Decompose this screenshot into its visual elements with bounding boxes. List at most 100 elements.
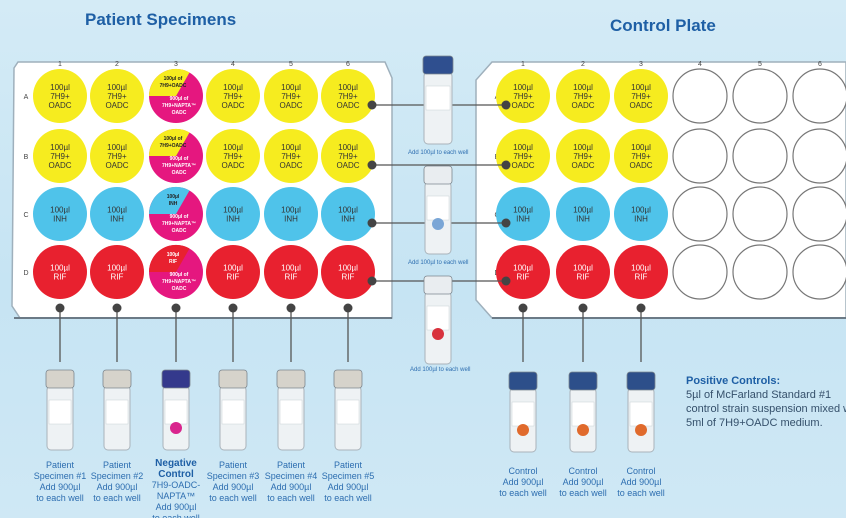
patient-well-text: 100µl — [338, 264, 358, 273]
control-well-empty — [672, 68, 728, 124]
vial-dot — [577, 424, 589, 436]
control-well-text: OADC — [629, 161, 652, 170]
patient-well-text: 100µl — [223, 264, 243, 273]
vial-cap — [423, 165, 453, 185]
patient-well-text: OADC — [105, 161, 128, 170]
patient-well-text: 7H9+ — [107, 92, 127, 101]
patient-well-text: RIF — [227, 273, 240, 282]
patient-specimens-title: Patient Specimens — [85, 10, 237, 29]
patient-well-text: 7H9+ — [107, 152, 127, 161]
patient-well-text: 100µl — [281, 264, 301, 273]
patient-well-text: 100µl — [107, 264, 127, 273]
connector-dot — [367, 218, 377, 228]
vial-dot — [635, 424, 647, 436]
patient-well-mixed-text: OADC — [172, 170, 187, 176]
connector-dot — [367, 276, 377, 286]
patient-well-mixed-text: OADC — [172, 228, 187, 234]
tube-label-line: Patient — [218, 460, 248, 470]
positive-controls-heading: Positive Controls: — [686, 375, 781, 387]
control-well-text: OADC — [571, 101, 594, 110]
control-well-text: 100µl — [631, 206, 651, 215]
tube-label-line: 7H9-OADC- — [151, 480, 201, 490]
patient-well-mixed-text: 100µl — [167, 194, 180, 200]
control-well-text: RIF — [517, 273, 530, 282]
vial-label — [571, 401, 595, 427]
tube-label-line: NAPTA™ — [156, 491, 196, 501]
patient-vial — [276, 369, 306, 451]
patient-well — [264, 129, 318, 183]
control-well-text: 100µl — [631, 264, 651, 273]
patient-well — [321, 245, 375, 299]
control-col-header: 5 — [758, 61, 762, 68]
patient-well-text: 100µl — [281, 143, 301, 152]
patient-well — [206, 129, 260, 183]
patient-well-mixed-text: 100µl — [167, 252, 180, 258]
patient-well-text: OADC — [48, 161, 71, 170]
patient-vial — [102, 369, 132, 451]
patient-row-header: A — [24, 94, 29, 101]
control-col-header: 3 — [639, 61, 643, 68]
control-vial — [568, 371, 598, 453]
tube-label-line: Specimen #3 — [206, 471, 260, 481]
patient-well — [264, 69, 318, 123]
patient-well — [264, 245, 318, 299]
patient-well — [90, 69, 144, 123]
tube-label-line: to each well — [209, 493, 257, 503]
control-well-empty — [672, 244, 728, 300]
tube-label-line: to each well — [36, 493, 84, 503]
patient-well — [321, 187, 375, 241]
vial-cap — [102, 369, 132, 389]
control-well — [614, 129, 668, 183]
center-vial-3 — [423, 275, 453, 365]
control-vial — [508, 371, 538, 453]
patient-well-text: 100µl — [281, 83, 301, 92]
patient-well-text: 100µl — [50, 83, 70, 92]
patient-well-mixed-text: 100µl of — [164, 136, 183, 142]
patient-well-mixed-text: OADC — [172, 110, 187, 116]
tube-label-line: Add 900µl — [502, 477, 544, 487]
positive-controls-note: Positive Controls: 5µl of McFarland Stan… — [686, 374, 846, 430]
patient-well-mixed-text: 7H9+NAPTA™ — [162, 279, 196, 285]
patient-col-header: 1 — [58, 61, 62, 68]
control-well-text: 7H9+ — [631, 92, 651, 101]
positive-controls-line-1: 5µl of McFarland Standard #1 — [686, 389, 832, 401]
patient-well-mixed-text: RIF — [169, 259, 177, 265]
patient-well — [33, 69, 87, 123]
control-well-text: INH — [516, 215, 530, 224]
tube-label-line: Add 900µl — [562, 477, 604, 487]
patient-well — [33, 129, 87, 183]
control-well-text: OADC — [511, 161, 534, 170]
tube-label-line: Add 900µl — [327, 482, 369, 492]
drop-dot — [55, 303, 65, 313]
patient-well-text: OADC — [105, 101, 128, 110]
control-well-empty — [792, 186, 846, 242]
add-label-3: Add 100µl to each well — [410, 367, 471, 373]
positive-controls-line-2: control strain suspension mixed w — [686, 403, 846, 415]
control-well-text: 7H9+ — [513, 152, 533, 161]
drop-dot — [343, 303, 353, 313]
patient-well-text: OADC — [336, 101, 359, 110]
tube-label-line: to each well — [152, 513, 200, 518]
control-well-text: 7H9+ — [573, 152, 593, 161]
patient-well-text: OADC — [279, 101, 302, 110]
control-well — [496, 129, 550, 183]
patient-well-text: OADC — [279, 161, 302, 170]
patient-well-mixed-top — [148, 68, 190, 96]
patient-well-text: OADC — [221, 161, 244, 170]
tube-label-line: Patient — [276, 460, 306, 470]
vial-cap — [218, 369, 248, 389]
control-well-text: 100µl — [631, 143, 651, 152]
patient-well-mixed-top — [148, 186, 190, 214]
patient-well-text: RIF — [342, 273, 355, 282]
patient-well-text: 100µl — [338, 143, 358, 152]
tube-label-line: Control — [626, 466, 656, 476]
control-well-text: 100µl — [573, 264, 593, 273]
control-well — [556, 245, 610, 299]
patient-well — [206, 69, 260, 123]
tube-label-line: Add 900µl — [270, 482, 312, 492]
control-well — [614, 187, 668, 241]
control-well — [556, 129, 610, 183]
control-well-text: 100µl — [513, 83, 533, 92]
tube-label-line: to each well — [499, 488, 547, 498]
